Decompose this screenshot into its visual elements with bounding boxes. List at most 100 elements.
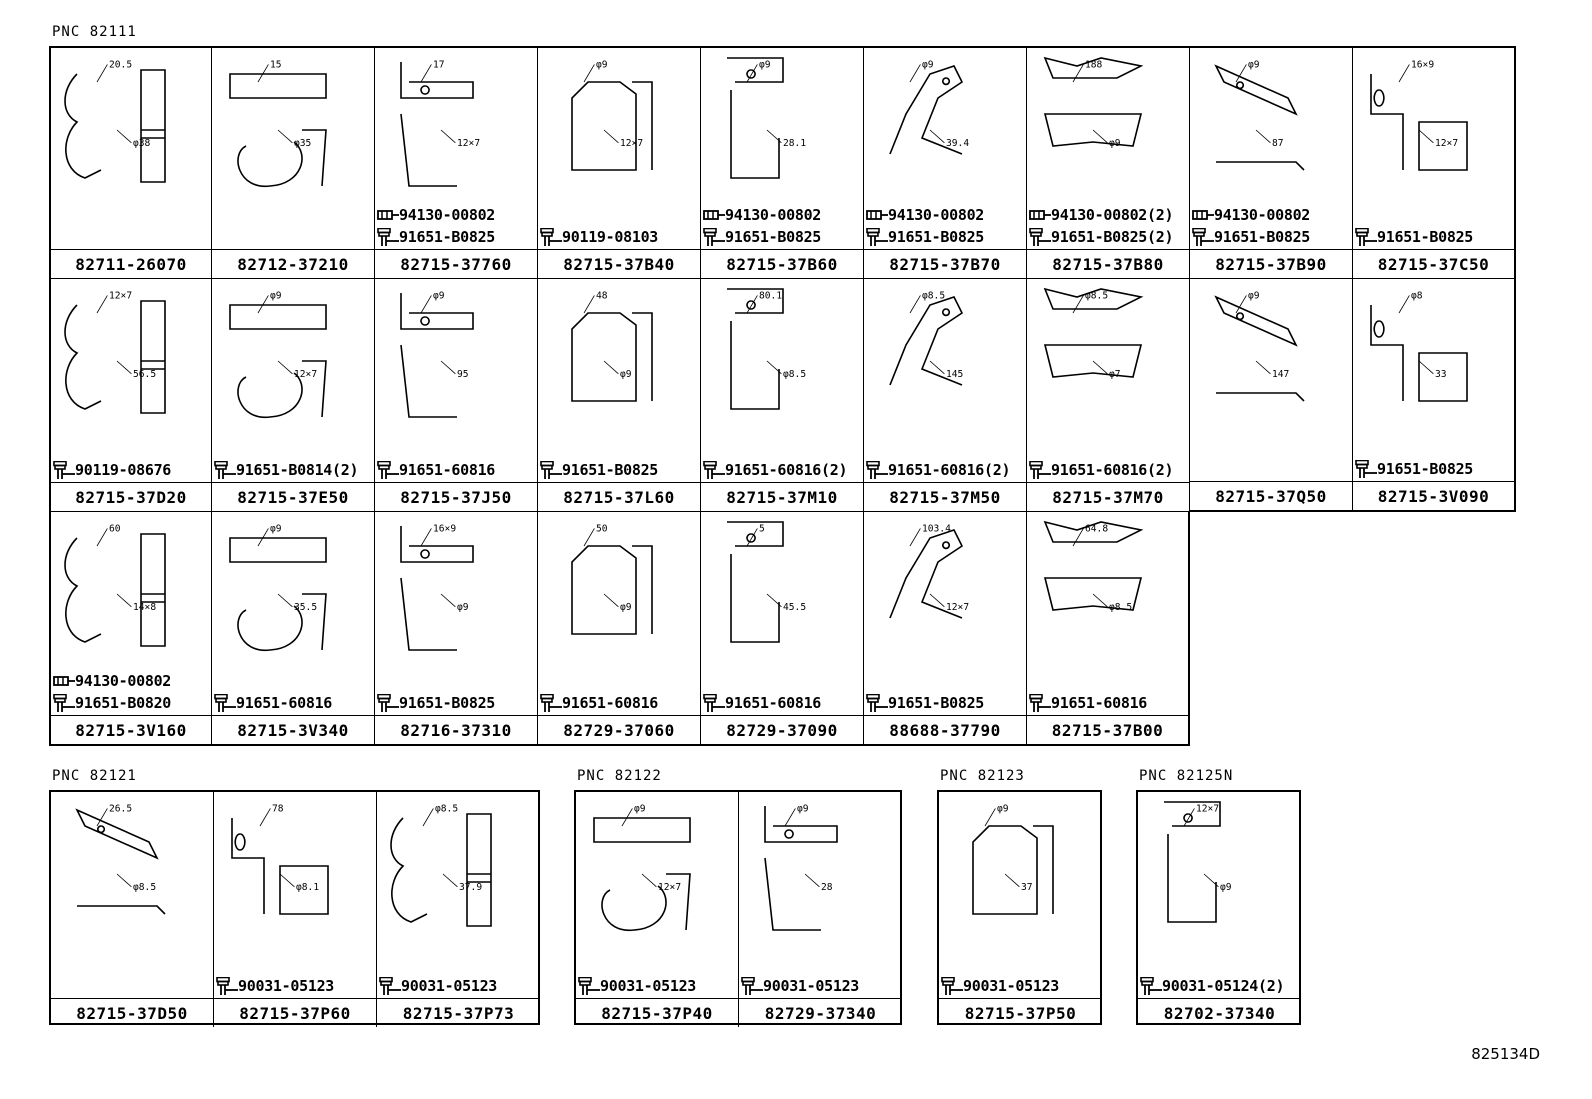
bolt-callout: 90031-05123 [741, 976, 902, 995]
fastener-part-number: 91651-B0825 [1377, 460, 1474, 478]
part-number: 82715-37B80 [1027, 249, 1189, 278]
leader-line [583, 528, 595, 547]
fastener-part-number: 90031-05123 [401, 977, 498, 995]
leader-line [929, 129, 945, 144]
bracket-outline [1043, 287, 1144, 378]
bracket-outline [1164, 801, 1221, 923]
fastener-part-number: 91651-B0814(2) [236, 461, 359, 479]
bolt-icon [1029, 460, 1051, 479]
bolt-callout: 91651-B0814(2) [214, 460, 374, 479]
part-number: 82715-37M70 [1027, 482, 1189, 511]
bolt-icon [216, 976, 238, 995]
leader-line [1092, 593, 1108, 608]
leader-line [116, 129, 132, 144]
leader-line [420, 528, 432, 547]
bracket-drawing: 16×9φ9 [400, 524, 474, 651]
bracket-outline [727, 521, 784, 643]
fastener-part-number: 94130-00802 [399, 206, 496, 224]
dimension-label: 37 [1021, 882, 1033, 893]
fastener-part-number: 91651-60816 [562, 694, 659, 712]
leader-line [420, 64, 432, 83]
bracket-outline [64, 533, 166, 647]
bolt-callout: 91651-B0825(2) [1029, 227, 1189, 246]
bolt-callout: 90119-08676 [53, 460, 211, 479]
part-number: 82729-37060 [538, 715, 700, 744]
bracket-outline [1370, 74, 1468, 171]
leader-line [116, 593, 132, 608]
bracket-drawing: 103.412×7 [889, 524, 969, 619]
bolt-callout: 91651-60816 [540, 693, 700, 712]
part-number: 82715-37P40 [576, 998, 738, 1027]
fastener-part-number: 91651-B0825 [725, 228, 822, 246]
leader-line [583, 64, 595, 83]
bolt-callout: 91651-B0825 [377, 693, 537, 712]
nut-callout: 94130-00802 [1192, 206, 1352, 224]
dimension-label: φ9 [997, 804, 1009, 815]
part-number: 82715-37B00 [1027, 715, 1188, 744]
part-number: 82715-3V340 [212, 715, 374, 744]
dimension-label: 87 [1272, 138, 1284, 149]
fastener-part-number: 91651-60816 [236, 694, 333, 712]
bolt-callout: 90031-05124(2) [1140, 976, 1301, 995]
dimension-label: φ9 [1248, 291, 1260, 302]
bolt-icon [578, 976, 600, 995]
bracket-drawing: 64.8φ8.5 [1043, 520, 1144, 613]
part-number: 82729-37090 [701, 715, 863, 744]
bolt-icon [214, 693, 236, 712]
bolt-icon [703, 227, 725, 246]
pnc-label: PNC 82125N [1139, 768, 1234, 784]
nut-icon [377, 206, 399, 224]
dimension-label: φ8.5 [133, 882, 156, 893]
dimension-label: φ38 [133, 138, 151, 149]
bracket-outline [400, 293, 474, 418]
leader-line [603, 360, 619, 375]
bracket-drawing: 12×7φ9 [1164, 801, 1232, 923]
fastener-part-number: 91651-60816 [1051, 694, 1148, 712]
bracket-outline [1214, 295, 1305, 402]
nut-icon [866, 206, 888, 224]
leader-line [422, 808, 434, 827]
fastener-part-number: 91651-B0825 [399, 694, 496, 712]
bolt-callout: 91651-60816 [214, 693, 374, 712]
bracket-drawing: 26.5φ8.5 [75, 804, 166, 915]
bolt-callout: 91651-B0825 [703, 227, 863, 246]
bolt-icon [866, 460, 888, 479]
fastener-part-number: 91651-B0825 [1377, 228, 1474, 246]
bolt-callout: 91651-60816(2) [703, 460, 863, 479]
part-number: 82729-37340 [739, 998, 902, 1027]
leader-line [1235, 64, 1247, 83]
dimension-label: 35.5 [294, 602, 317, 613]
dimension-label: 12×7 [620, 138, 643, 149]
dimension-label: φ9 [620, 369, 632, 380]
bolt-icon [377, 227, 399, 246]
leader-line [1235, 295, 1247, 314]
bolt-icon [866, 693, 888, 712]
dimension-label: φ9 [634, 804, 646, 815]
fastener-part-number: 94130-00802 [725, 206, 822, 224]
leader-line [440, 360, 456, 375]
bracket-outline [229, 537, 327, 651]
leader-line [1072, 528, 1084, 547]
leader-line [1183, 808, 1195, 827]
part-number: 82715-37J50 [375, 482, 537, 511]
leader-line [442, 873, 458, 888]
leader-line [279, 873, 295, 888]
leader-line [909, 64, 921, 83]
dimension-label: 16×9 [1411, 60, 1434, 71]
leader-line [746, 64, 758, 83]
dimension-label: 103.4 [922, 524, 951, 535]
leader-line [1255, 360, 1271, 375]
dimension-label: φ8.5 [1109, 602, 1132, 613]
